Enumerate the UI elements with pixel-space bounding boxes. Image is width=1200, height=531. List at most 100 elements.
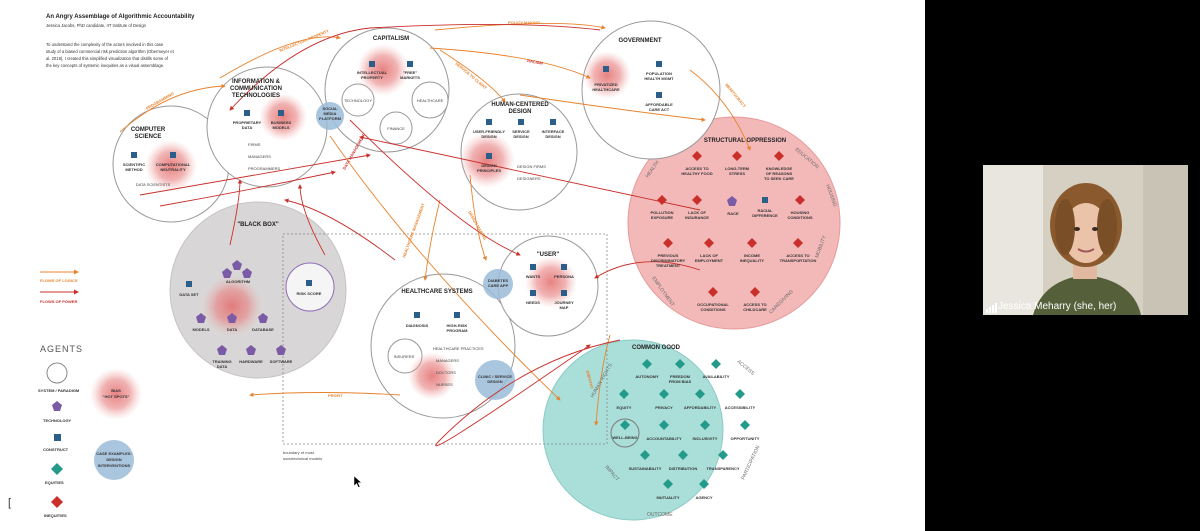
cluster-title-capitalism: CAPITALISM — [373, 36, 409, 42]
node-user-friendly-design: DESIGN — [481, 134, 496, 139]
node-service-design: DESIGN — [513, 134, 528, 139]
svg-text:AFFORDABILITY: AFFORDABILITY — [684, 405, 717, 410]
node-free-markets: "FREE" — [403, 70, 418, 75]
flow-healthcare-management — [423, 199, 441, 281]
svg-text:LONG-TERM: LONG-TERM — [725, 166, 750, 171]
node-programmers: PROGRAMMERS — [248, 166, 281, 171]
node-managers: MANAGERS — [248, 154, 271, 159]
legend-equity-icon — [51, 463, 63, 475]
healthcare-system-circle — [411, 81, 449, 119]
slide-title: An Angry Assemblage of Algorithmic Accou… — [46, 14, 195, 20]
svg-text:MODELS: MODELS — [192, 327, 209, 332]
svg-text:OPPORTUNITY: OPPORTUNITY — [731, 436, 760, 441]
cluster-title-black-box: "BLACK BOX" — [237, 222, 279, 228]
node-proprietary-data: DATA — [242, 125, 253, 130]
svg-text:DIAGNOSIS: DIAGNOSIS — [406, 323, 429, 328]
svg-text:AGENCY: AGENCY — [695, 495, 712, 500]
node-designers: DESIGNERS — [517, 176, 541, 181]
node-firms: FIRMS — [248, 142, 261, 147]
svg-text:ACCESS TO: ACCESS TO — [786, 253, 809, 258]
svg-text:DATABASE: DATABASE — [252, 327, 274, 332]
node-proprietary-data: PROPRIETARY — [233, 120, 262, 125]
assemblage-diagram: An Angry Assemblage of Algorithmic Accou… — [8, 14, 841, 521]
node-design-principles: DESIGN — [481, 163, 496, 168]
legend-flows-of-power: FLOWS OF POWER — [40, 299, 77, 304]
svg-text:CLINIC / SERVICE: CLINIC / SERVICE — [478, 374, 512, 379]
cluster-title-cs: COMPUTER — [131, 127, 166, 133]
legend-case-examples-label: INTERVENTIONS — [98, 463, 131, 468]
svg-text:JOURNEY: JOURNEY — [554, 300, 574, 305]
legend-technology-label: TECHNOLOGY — [43, 418, 72, 423]
svg-text:INCOME: INCOME — [744, 253, 760, 258]
node-data-scientists: DATA SCIENTISTS — [136, 182, 171, 187]
slide-intro-line: study of a biased commercial risk predic… — [46, 49, 175, 54]
construct-square — [486, 119, 492, 125]
node-social-media-platform: PLATFORM — [319, 116, 342, 121]
legend-system-circle — [46, 362, 68, 384]
construct-square — [278, 110, 284, 116]
svg-text:OF REASONS: OF REASONS — [766, 171, 793, 176]
node-design-principles: PRINCIPLES — [477, 168, 501, 173]
svg-text:ALGORITHM: ALGORITHM — [226, 279, 251, 284]
svg-text:HEALTHCARE PRACTICES: HEALTHCARE PRACTICES — [433, 346, 484, 351]
cluster-title-government: GOVERNMENT — [618, 38, 661, 44]
svg-text:HEALTHY FOOD: HEALTHY FOOD — [681, 171, 712, 176]
svg-text:STRESS: STRESS — [729, 171, 745, 176]
node-racial-difference: DIFFERENCE — [752, 213, 778, 218]
legend-case-examples-label: CASE EXAMPLES: — [96, 451, 132, 456]
svg-text:ACCOUNTABILITY: ACCOUNTABILITY — [646, 436, 682, 441]
svg-text:MAP: MAP — [560, 305, 569, 310]
black-box-circle — [169, 201, 347, 379]
finance-system-circle — [379, 111, 413, 145]
flow-label-healthcare-management: HEALTHCARE MANAGEMENT — [401, 202, 426, 258]
construct-square — [656, 92, 662, 98]
svg-text:EQUITY: EQUITY — [617, 405, 632, 410]
flow-meritocracy — [689, 69, 751, 151]
legend-equities-label: EQUITIES — [45, 480, 64, 485]
svg-text:ACCESSIBILITY: ACCESSIBILITY — [725, 405, 756, 410]
construct-square — [486, 153, 492, 159]
risk-score-circle — [285, 262, 335, 312]
svg-text:TRAINING: TRAINING — [212, 359, 231, 364]
flow-profit — [249, 392, 401, 397]
svg-text:TREATMENT: TREATMENT — [656, 263, 681, 268]
svg-text:PRIVACY: PRIVACY — [655, 405, 673, 410]
svg-text:DOCTORS: DOCTORS — [436, 370, 456, 375]
flow-label-racism: RACISM — [527, 58, 544, 66]
svg-text:OCCUPATIONAL: OCCUPATIONAL — [697, 302, 729, 307]
svg-text:TRANSPARENCY: TRANSPARENCY — [706, 466, 739, 471]
node-intellectual-property: PROPERTY — [361, 75, 383, 80]
boundary-note: boundary of most — [283, 450, 315, 455]
svg-text:LACK OF: LACK OF — [700, 253, 718, 258]
flow-programming — [119, 83, 226, 133]
slide-intro-line: To understand the complexity of the acto… — [46, 42, 164, 47]
common-good-circle — [542, 339, 724, 521]
node-social-media-platform: MEDIA — [324, 111, 337, 116]
node-technology: TECHNOLOGY — [344, 98, 372, 103]
flow-data-management — [159, 170, 336, 207]
flow-label-meritocracy: MERITOCRACY — [724, 82, 747, 108]
flow-label-policy-making: POLICY MAKING — [508, 20, 540, 25]
legend-inequities-label: INEQUITIES — [44, 513, 67, 518]
svg-text:INSURANCE: INSURANCE — [685, 215, 709, 220]
construct-square — [131, 152, 137, 158]
legend-inequity-icon — [51, 496, 63, 508]
node-business-models: MODELS — [272, 125, 289, 130]
node-scientific-method: METHOD — [125, 167, 142, 172]
svg-text:HARDWARE: HARDWARE — [239, 359, 263, 364]
wellbeing-system-circle — [610, 418, 640, 448]
svg-text:DATA SET: DATA SET — [179, 292, 199, 297]
power-flow-top — [229, 23, 601, 111]
construct-square — [407, 61, 413, 67]
node-free-markets: MARKETS — [400, 75, 420, 80]
svg-text:LACK OF: LACK OF — [688, 210, 706, 215]
svg-text:FROM BIAS: FROM BIAS — [669, 379, 692, 384]
participant-video-tile[interactable] — [983, 165, 1188, 315]
svg-text:DATA: DATA — [217, 364, 228, 369]
cluster-title-cs: SCIENCE — [135, 134, 162, 140]
slide-author: Jessica Jacobs, PhD candidate, IIT Insti… — [46, 23, 147, 28]
node-race: RACE — [727, 211, 739, 216]
healthcare-nodes: DIAGNOSIS HIGH-RISK PROGRAM INSURERS HEA… — [394, 278, 513, 387]
svg-text:AUTONOMY: AUTONOMY — [635, 374, 659, 379]
node-privatized-healthcare: PRIVATIZED — [594, 82, 617, 87]
